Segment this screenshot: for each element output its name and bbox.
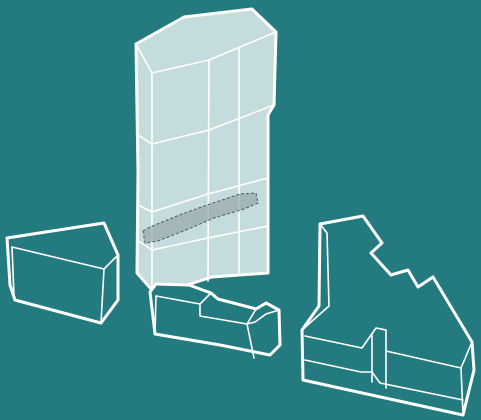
right-block-volume (302, 216, 474, 415)
center-block-volume (150, 284, 280, 358)
tower-silhouette (136, 9, 276, 290)
tower-volume (136, 9, 276, 290)
center-block-silhouette (150, 284, 280, 355)
left-block-volume (7, 223, 118, 323)
tower-vertical-edge-2 (208, 60, 209, 281)
center-block-vertical-edge-2 (155, 296, 156, 334)
